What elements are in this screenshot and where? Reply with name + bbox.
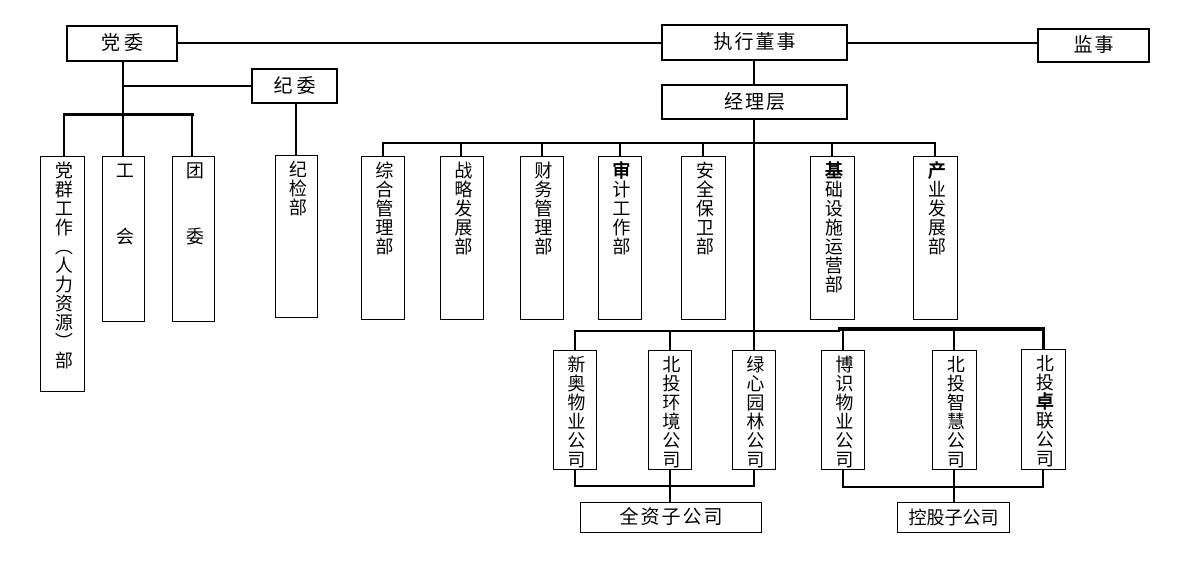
connector-line — [842, 486, 1044, 488]
node-label: 执行董事 — [713, 32, 798, 53]
node-beitou-smart: 北投智慧公司 — [932, 350, 977, 470]
connector-line — [178, 42, 661, 44]
connector-line — [838, 327, 1044, 331]
node-label: 博识物业公司 — [833, 355, 854, 469]
connector-line — [574, 330, 576, 350]
node-party-mass-hr-dept: 党群工作（人力资源）部 — [40, 156, 85, 392]
node-industry-development-dept: 产业发展部 — [913, 156, 958, 320]
node-infrastructure-operations-dept: 基础设施运营部 — [810, 156, 855, 320]
connector-line — [702, 142, 704, 156]
connector-line — [1042, 327, 1045, 350]
connector-line — [541, 142, 543, 156]
connector-line — [753, 61, 755, 84]
node-label: 基础设施运营部 — [822, 161, 843, 294]
node-financial-management-dept: 财务管理部 — [520, 156, 564, 320]
node-youth-league: 团委 — [172, 156, 215, 322]
connector-line — [831, 142, 833, 156]
connector-line — [122, 62, 124, 156]
connector-line — [574, 330, 840, 332]
node-lvxin-landscaping: 绿心园林公司 — [732, 350, 776, 470]
node-beitou-environment: 北投环境公司 — [648, 350, 692, 470]
node-label: 全资子公司 — [619, 507, 725, 528]
connector-line — [63, 113, 65, 156]
connector-line — [382, 142, 936, 144]
node-label: 绿心园林公司 — [744, 355, 765, 469]
connector-line — [191, 113, 193, 156]
node-discipline-committee: 纪委 — [251, 68, 338, 104]
node-general-management-dept: 综合管理部 — [361, 156, 405, 320]
node-wholly-owned-subsidiaries: 全资子公司 — [580, 502, 762, 533]
node-label: 北投智慧公司 — [944, 355, 965, 469]
node-label: 纪委 — [273, 75, 320, 97]
node-labor-union: 工会 — [102, 156, 145, 322]
connector-line — [669, 330, 671, 350]
node-label: 纪检部 — [286, 160, 307, 217]
connector-line — [934, 142, 936, 156]
node-label: 北投环境公司 — [660, 355, 681, 469]
connector-line — [295, 104, 297, 155]
node-label: 监事 — [1073, 35, 1116, 56]
node-discipline-inspection-dept: 纪检部 — [275, 155, 318, 318]
node-label: 产业发展部 — [925, 161, 946, 256]
node-holding-subsidiaries: 控股子公司 — [897, 502, 1010, 533]
node-management-team: 经理层 — [661, 84, 848, 120]
node-label: 安全保卫部 — [693, 161, 714, 256]
connector-line — [382, 142, 384, 156]
connector-line — [953, 330, 955, 350]
node-label: 北投卓联公司 — [1033, 354, 1054, 468]
node-party-committee: 党委 — [66, 25, 178, 62]
connector-line — [122, 85, 251, 87]
node-strategic-development-dept: 战略发展部 — [440, 156, 484, 320]
node-label: 新奥物业公司 — [565, 355, 586, 469]
connector-line — [460, 142, 462, 156]
connector-line — [848, 42, 1037, 44]
node-label: 财务管理部 — [532, 161, 553, 256]
node-label: 党群工作（人力资源）部 — [52, 161, 73, 370]
node-audit-dept: 审计工作部 — [598, 156, 642, 320]
node-label: 综合管理部 — [373, 161, 394, 256]
node-label: 工会 — [113, 161, 134, 293]
node-boshi-property: 博识物业公司 — [821, 350, 865, 470]
node-label: 审计工作部 — [610, 161, 631, 256]
node-executive-director: 执行董事 — [661, 24, 848, 61]
connector-line — [574, 469, 576, 487]
node-security-dept: 安全保卫部 — [681, 156, 726, 320]
connector-line — [63, 113, 194, 116]
node-xinao-property: 新奥物业公司 — [553, 350, 597, 470]
node-supervisor: 监事 — [1037, 28, 1150, 63]
connector-line — [842, 330, 844, 350]
node-label: 经理层 — [723, 91, 787, 113]
connector-line — [753, 469, 755, 487]
connector-line — [842, 470, 844, 488]
node-label: 团委 — [183, 161, 204, 293]
connector-line — [619, 142, 621, 156]
node-label: 战略发展部 — [452, 161, 473, 256]
connector-line — [1042, 470, 1044, 488]
connector-line — [753, 330, 755, 350]
node-beitou-zhuolian: 北投卓联公司 — [1021, 349, 1066, 470]
node-label: 党委 — [100, 33, 147, 54]
connector-line — [753, 120, 755, 332]
connector-line — [574, 485, 755, 487]
node-label: 控股子公司 — [908, 507, 999, 528]
